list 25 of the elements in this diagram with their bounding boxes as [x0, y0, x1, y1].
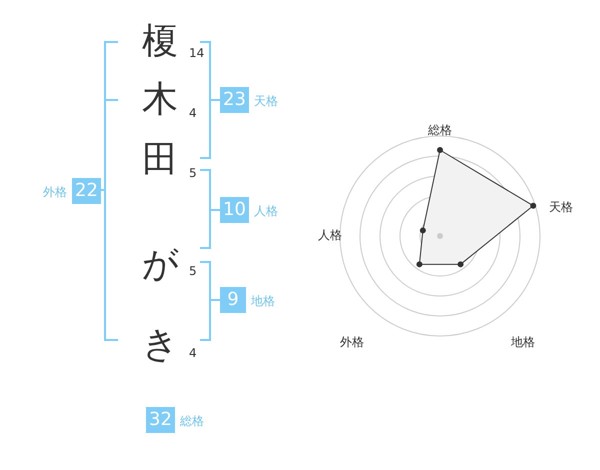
name-character: 木 — [142, 80, 178, 120]
score-box: 32 — [146, 407, 175, 433]
axis-label: 人格 — [318, 228, 342, 242]
score-label: 人格 — [254, 204, 278, 218]
stroke-count: 4 — [189, 346, 197, 360]
axis-label: 外格 — [340, 335, 364, 349]
axis-label: 地格 — [511, 335, 535, 349]
stroke-count: 4 — [189, 106, 197, 120]
name-character: き — [142, 325, 179, 365]
stroke-count: 14 — [189, 46, 204, 60]
score-box: 9 — [220, 287, 246, 313]
axis-label: 天格 — [549, 200, 573, 214]
name-character: 榎 — [142, 22, 178, 62]
score-box: 23 — [220, 87, 249, 113]
score-label: 地格 — [251, 294, 275, 308]
score-label: 外格 — [43, 185, 67, 199]
stroke-count: 5 — [189, 264, 197, 278]
score-label: 総格 — [180, 414, 204, 428]
score-box: 10 — [220, 197, 249, 223]
score-label: 天格 — [254, 94, 278, 108]
axis-label: 総格 — [428, 123, 452, 137]
stroke-count: 5 — [189, 166, 197, 180]
name-character: が — [142, 245, 179, 285]
name-character: 田 — [142, 140, 178, 180]
score-box: 22 — [72, 178, 101, 204]
